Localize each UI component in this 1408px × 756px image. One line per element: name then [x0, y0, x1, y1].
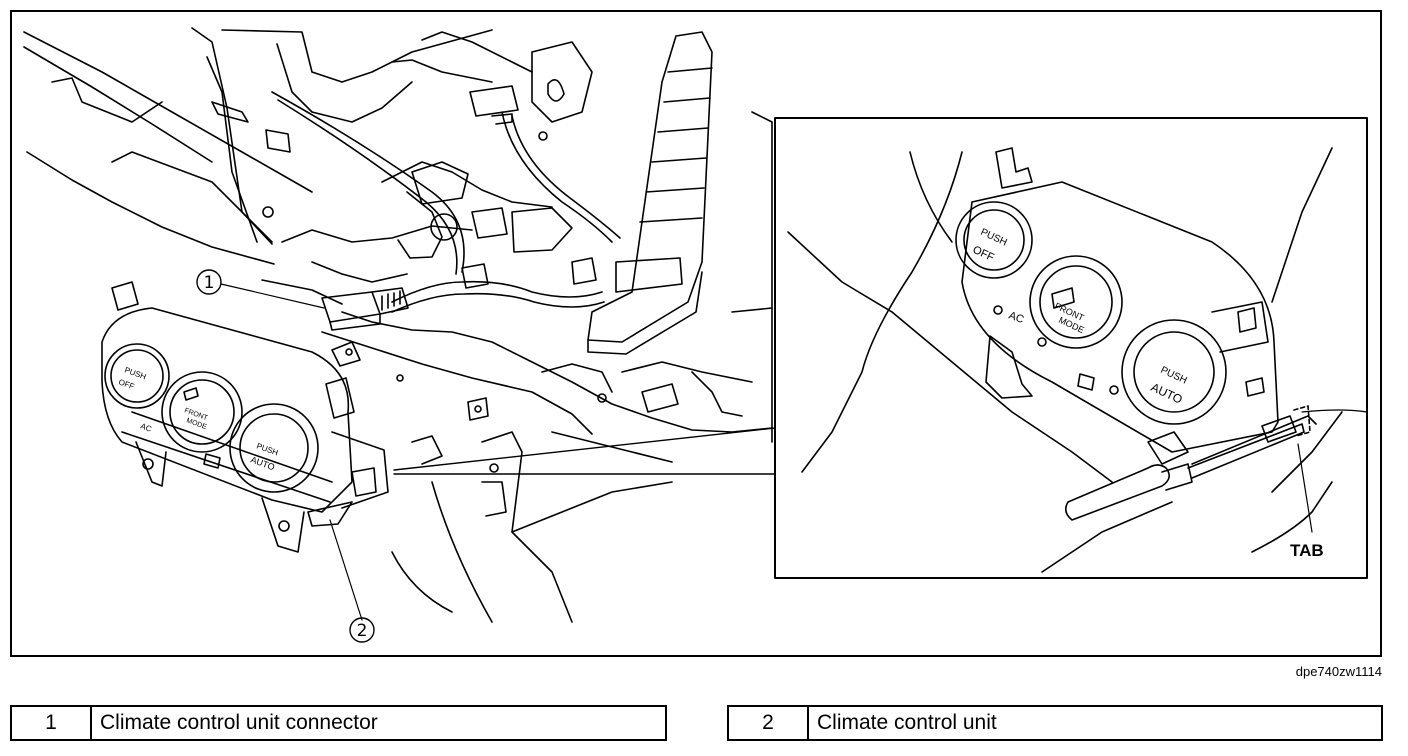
lower-structure [391, 431, 673, 623]
tab-label: TAB [1290, 541, 1324, 560]
wire-harness [271, 85, 621, 313]
inset-left-knob-off-text: OFF [971, 244, 996, 264]
right-knob-auto-text: AUTO [249, 454, 276, 472]
diagram-frame: 1 [10, 10, 1382, 657]
left-knob-off-text: OFF [117, 377, 135, 391]
legend-row-2: 2 Climate control unit [727, 705, 1383, 741]
unit-connector [321, 287, 409, 331]
figure-id: dpe740zw1114 [1295, 664, 1382, 679]
dashboard-illustration: 1 [23, 27, 1368, 643]
left-knob [104, 343, 170, 409]
ac-button-text: AC [139, 421, 153, 433]
screwdriver [1064, 415, 1317, 521]
right-knob-push-text: PUSH [255, 441, 279, 457]
legend-number: 2 [729, 707, 809, 739]
climate-control-unit-main: PUSH OFF FRONT MODE PUSH AUTO AC [101, 281, 389, 553]
legend-number: 1 [12, 707, 92, 739]
legend-label: Climate control unit connector [100, 711, 378, 734]
inset-left-knob-push-text: PUSH [979, 227, 1009, 249]
inset-detail: PUSH OFF FRONT MODE PUSH AUTO AC [774, 117, 1368, 579]
zoom-line-top [393, 427, 776, 471]
middle-knob [161, 371, 243, 453]
callout-2: 2 [329, 519, 375, 643]
inset-climate-unit: PUSH OFF FRONT MODE PUSH AUTO AC [955, 147, 1279, 465]
legend-label: Climate control unit [817, 711, 997, 734]
legend-row-1: 1 Climate control unit connector [10, 705, 667, 741]
callout-2-number: 2 [357, 621, 368, 641]
center-air-vent [587, 31, 713, 355]
tab-detail [1261, 405, 1368, 533]
right-knob [229, 403, 319, 493]
callout-1-number: 1 [204, 273, 215, 293]
inset-ac-button-text: AC [1007, 310, 1026, 327]
callout-1: 1 [196, 269, 325, 309]
dashboard-structure [23, 27, 773, 443]
